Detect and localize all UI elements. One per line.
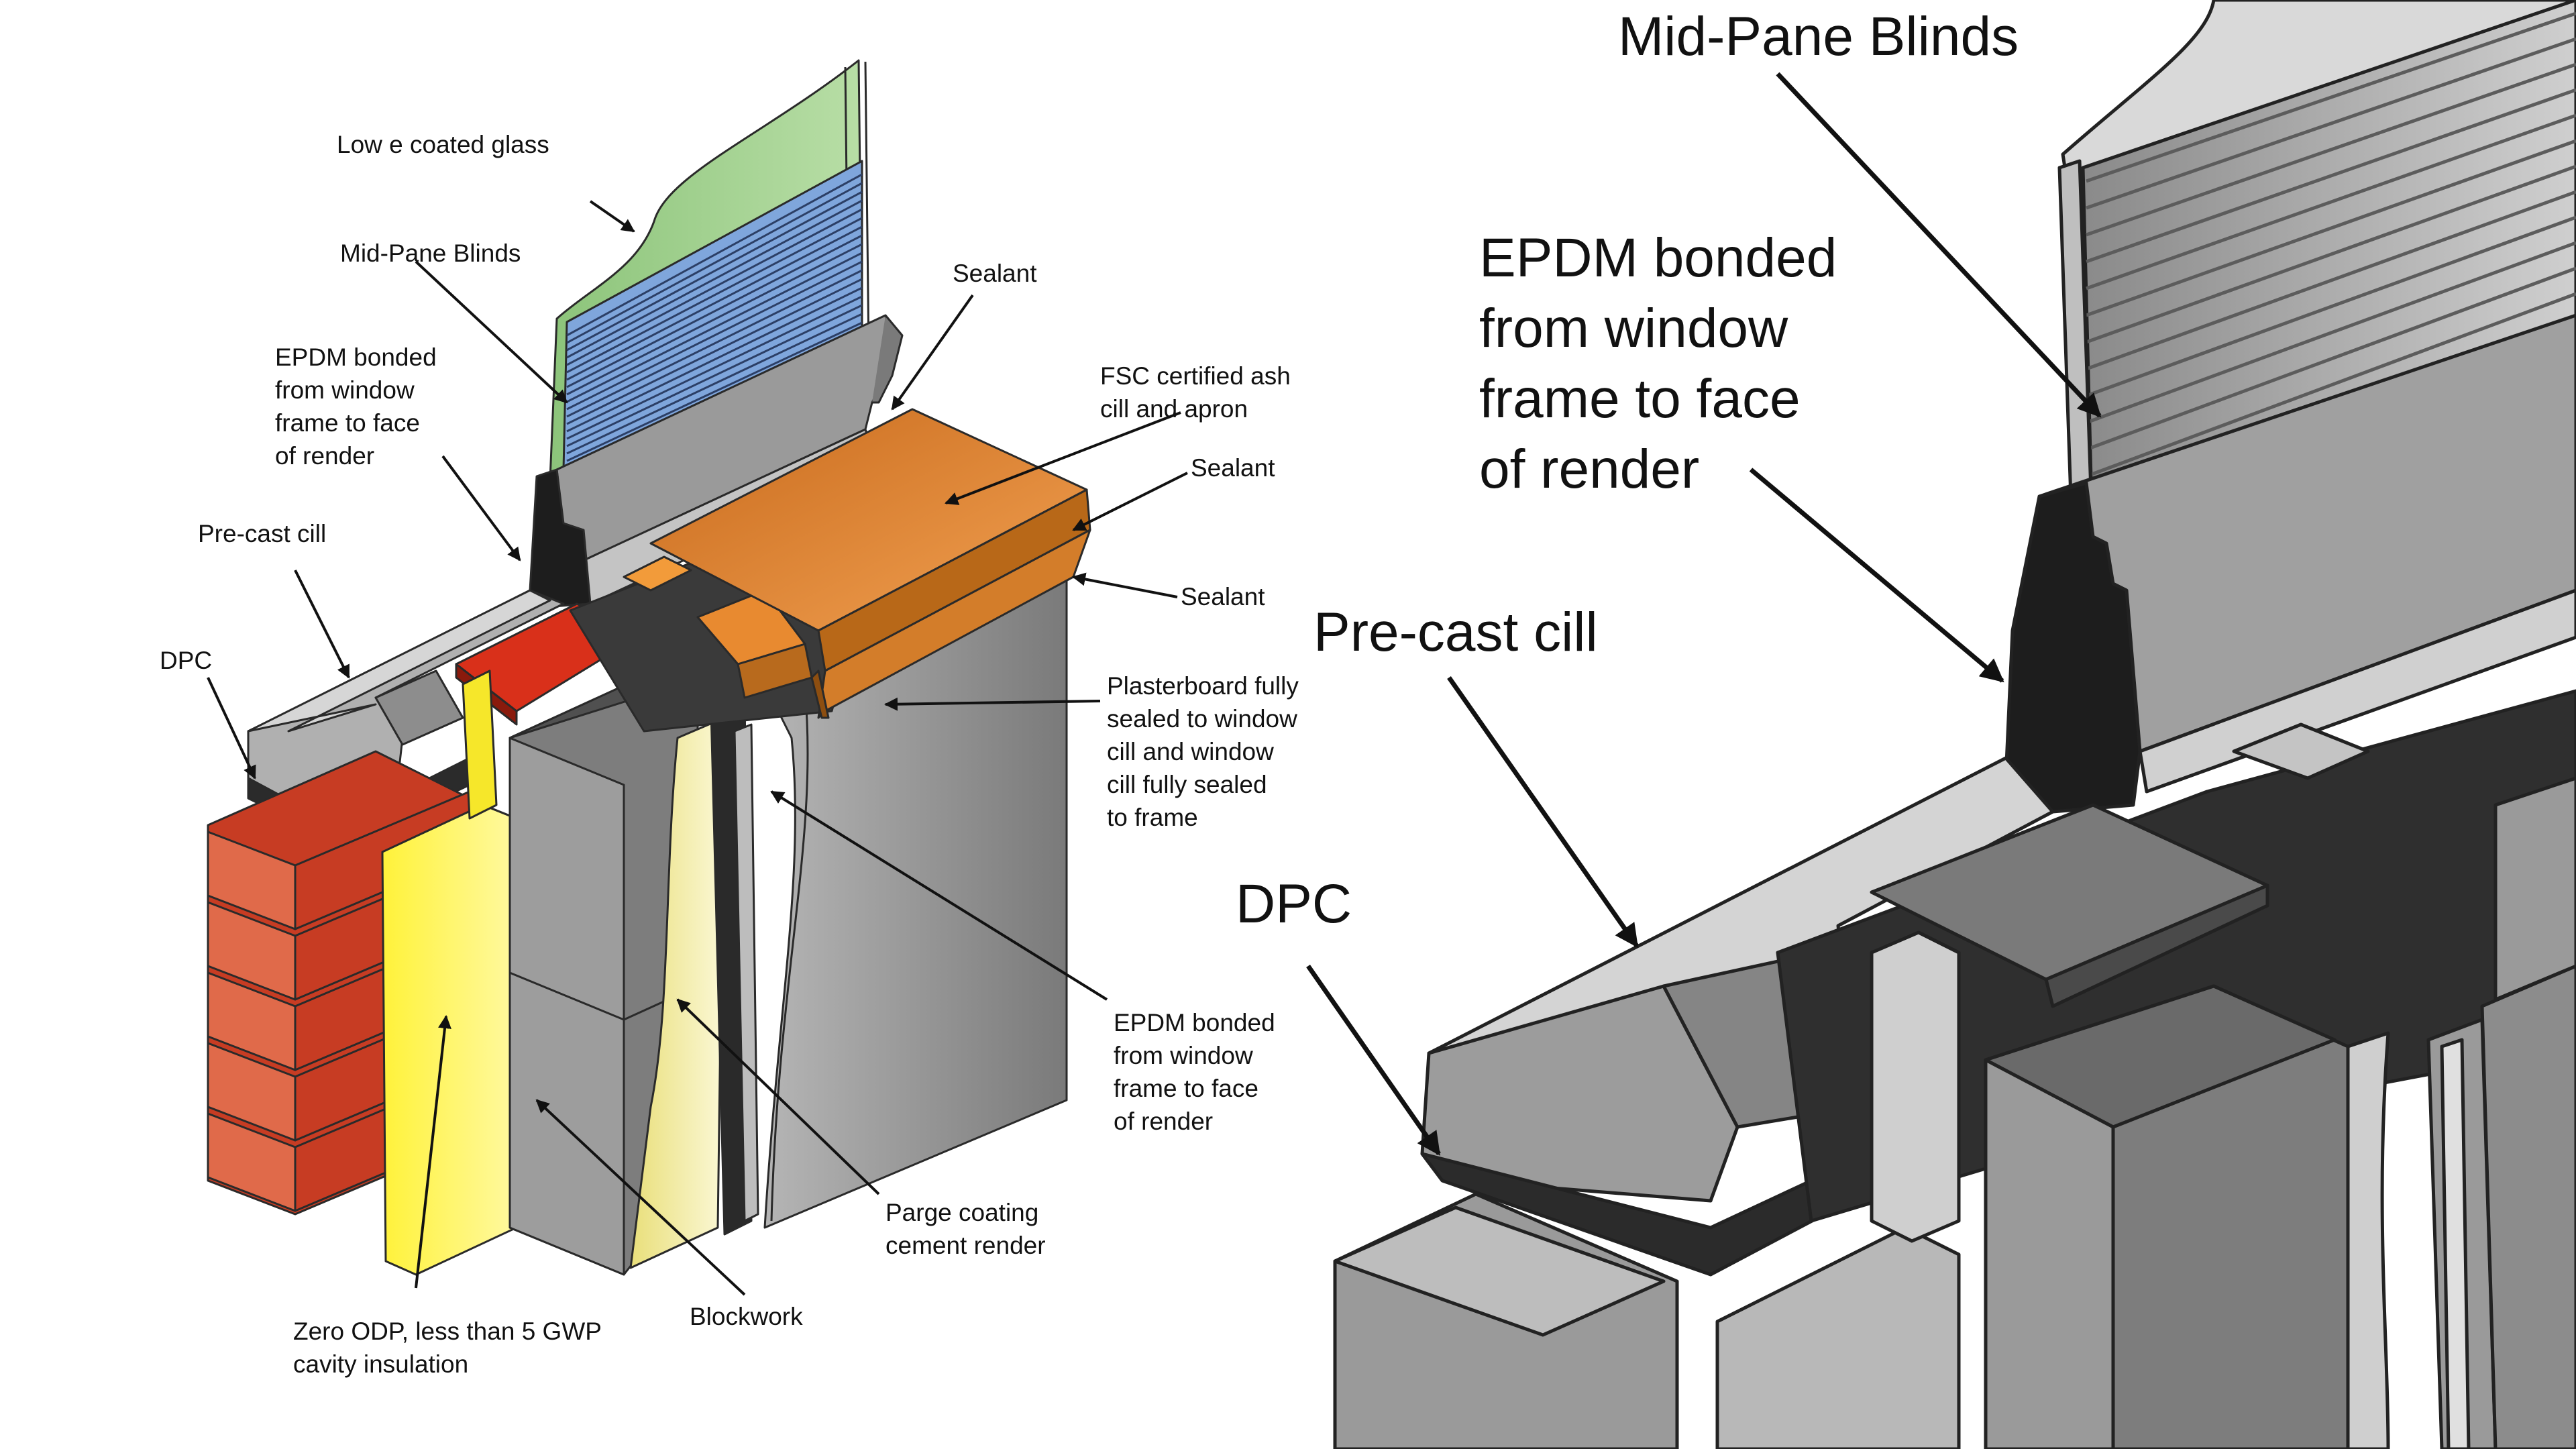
label-plasterboard-4: cill fully sealed bbox=[1107, 771, 1267, 798]
blind-slat-zoom bbox=[2086, 292, 2576, 478]
blind-slat-zoom bbox=[2086, 164, 2576, 344]
plasterboard-face bbox=[763, 569, 1068, 1229]
blind-slat bbox=[566, 217, 863, 374]
blind-slat bbox=[566, 269, 863, 418]
cavity-insulation bbox=[381, 804, 518, 1276]
blind-slat-zoom bbox=[2086, 139, 2576, 317]
blind-slat bbox=[566, 173, 863, 337]
label-zoom-epdm-1: EPDM bonded bbox=[1479, 227, 1837, 288]
left-diagram: Low e coated glass Mid-Pane Blinds EPDM … bbox=[160, 59, 1299, 1378]
blind-slat-zoom bbox=[2086, 241, 2576, 425]
label-insulation-1: Zero ODP, less than 5 GWP bbox=[293, 1318, 602, 1345]
right-labels: Mid-Pane Blinds EPDM bonded from window … bbox=[1236, 6, 2019, 934]
label-parge-1: Parge coating bbox=[885, 1199, 1038, 1226]
blind-slat bbox=[566, 191, 863, 352]
blind-slat bbox=[566, 208, 863, 366]
left-labels: Low e coated glass Mid-Pane Blinds EPDM … bbox=[160, 131, 1299, 1378]
label-sealant-3: Sealant bbox=[1181, 583, 1265, 610]
blind-slat bbox=[566, 313, 863, 455]
blind-slat bbox=[566, 304, 863, 447]
blind-slat bbox=[566, 295, 863, 440]
blind-slat-zoom bbox=[2086, 215, 2576, 398]
label-zoom-precast: Pre-cast cill bbox=[1313, 602, 1598, 663]
label-zoom-epdm-4: of render bbox=[1479, 439, 1699, 500]
label-precast-cill: Pre-cast cill bbox=[198, 520, 326, 547]
label-epdm-top-1: EPDM bonded bbox=[275, 343, 437, 371]
blind-slat-zoom bbox=[2086, 11, 2576, 183]
blind-slat bbox=[566, 286, 863, 433]
blind-slat bbox=[566, 182, 863, 344]
blind-slat bbox=[566, 252, 863, 403]
label-epdm-top-4: of render bbox=[275, 442, 374, 470]
label-zoom-dpc: DPC bbox=[1236, 873, 1352, 934]
label-epdm-bottom-4: of render bbox=[1114, 1108, 1213, 1135]
blind-slat-zoom bbox=[2086, 190, 2576, 371]
label-plasterboard-1: Plasterboard fully bbox=[1107, 672, 1299, 700]
blind-slat-zoom bbox=[2086, 266, 2576, 451]
label-mid-pane-blinds: Mid-Pane Blinds bbox=[340, 239, 521, 267]
label-zoom-epdm-2: from window bbox=[1479, 298, 1788, 359]
ash-cill bbox=[649, 408, 1091, 719]
parge-coating bbox=[629, 716, 726, 1269]
left-leaders bbox=[207, 200, 1188, 1296]
blind-slat bbox=[566, 199, 863, 359]
label-zoom-blinds: Mid-Pane Blinds bbox=[1618, 6, 2019, 67]
right-diagram: Mid-Pane Blinds EPDM bonded from window … bbox=[1236, 0, 2576, 1449]
blind-slat bbox=[566, 321, 863, 462]
label-epdm-bottom-1: EPDM bonded bbox=[1114, 1009, 1275, 1036]
blind-slat-zoom bbox=[2086, 62, 2576, 237]
blind-slat bbox=[566, 260, 863, 411]
label-sealant-2: Sealant bbox=[1191, 454, 1275, 482]
blind-slat-zoom bbox=[2086, 113, 2576, 290]
blind-slat-zoom bbox=[2086, 37, 2576, 210]
blind-slat bbox=[566, 278, 863, 425]
label-plasterboard-5: to frame bbox=[1107, 804, 1198, 831]
blinds-slats bbox=[562, 160, 863, 471]
label-epdm-bottom-3: frame to face bbox=[1114, 1075, 1258, 1102]
blind-slat bbox=[566, 234, 863, 388]
label-zoom-epdm-3: frame to face bbox=[1479, 368, 1801, 429]
label-insulation-2: cavity insulation bbox=[293, 1350, 468, 1378]
blind-slat-zoom bbox=[2086, 88, 2576, 264]
label-fsc-2: cill and apron bbox=[1100, 395, 1248, 423]
label-epdm-top-2: from window bbox=[275, 376, 415, 404]
right-leaders bbox=[1306, 72, 2102, 1156]
label-epdm-bottom-2: from window bbox=[1114, 1042, 1253, 1069]
label-epdm-top-3: frame to face bbox=[275, 409, 420, 437]
label-plasterboard-2: sealed to window bbox=[1107, 705, 1297, 733]
label-low-e-glass: Low e coated glass bbox=[337, 131, 549, 158]
label-blockwork: Blockwork bbox=[690, 1303, 803, 1330]
label-fsc-1: FSC certified ash bbox=[1100, 362, 1291, 390]
blind-slat bbox=[566, 243, 863, 396]
label-parge-2: cement render bbox=[885, 1232, 1046, 1259]
label-sealant-1: Sealant bbox=[953, 260, 1037, 287]
label-dpc: DPC bbox=[160, 647, 212, 674]
label-plasterboard-3: cill and window bbox=[1107, 738, 1274, 765]
blind-slat bbox=[566, 225, 863, 381]
